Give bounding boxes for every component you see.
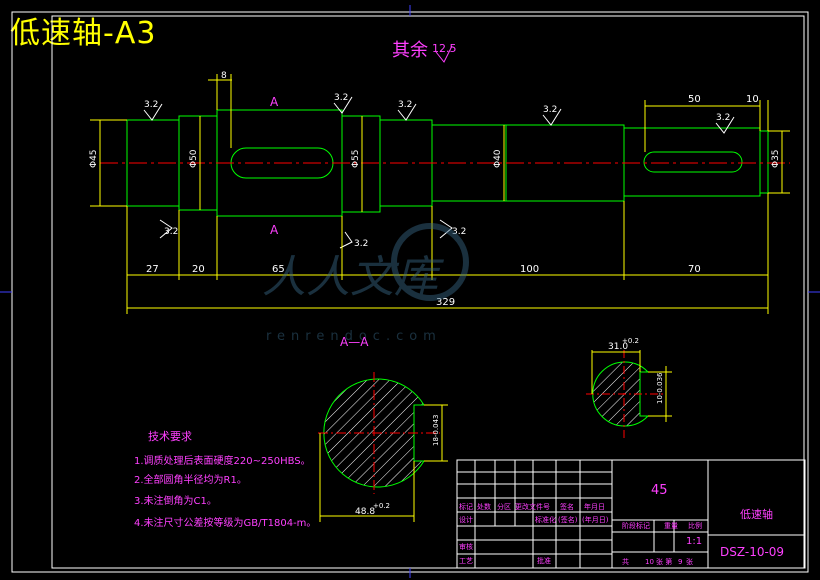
dia-dim-lines bbox=[90, 116, 790, 212]
roughness-mark-8: 3.2 bbox=[452, 227, 466, 237]
roughness-note-value: 12.5 bbox=[432, 42, 457, 55]
dim-total-329: 329 bbox=[436, 297, 455, 308]
roughness-mark-2: 3.2 bbox=[334, 93, 348, 103]
sec-left-width: 18-0.043 bbox=[432, 415, 440, 446]
sec-right-depth: 31.0 bbox=[608, 342, 628, 352]
tb-label-yearmonth: (年月日) bbox=[582, 515, 609, 524]
roughness-mark-1: 3.2 bbox=[144, 100, 158, 110]
title-block-grid bbox=[456, 459, 806, 569]
top-dim-lines bbox=[208, 74, 769, 152]
section-aa-label: A—A bbox=[340, 335, 369, 349]
dia-50: Φ50 bbox=[189, 149, 199, 168]
sec-left-depth: 48.8 bbox=[355, 507, 375, 517]
dim-65: 65 bbox=[272, 264, 285, 275]
tb-label-scale: 比例 bbox=[688, 521, 702, 530]
dim-right-end: 10 bbox=[746, 94, 759, 105]
dia-35: Φ35 bbox=[771, 149, 781, 168]
tb-sheet-text-2: 张 第 bbox=[656, 557, 672, 566]
tb-scale-value: 1:1 bbox=[686, 536, 702, 547]
tb-label-check: 审核 bbox=[459, 542, 473, 551]
dim-70: 70 bbox=[688, 264, 701, 275]
tb-sheet-num: 9 bbox=[678, 558, 682, 566]
dim-20: 20 bbox=[192, 264, 205, 275]
watermark-url: renrendoc.com bbox=[266, 329, 442, 344]
tb-drawing-no: DSZ-10-09 bbox=[720, 545, 784, 559]
section-aa-view bbox=[318, 372, 448, 522]
tb-label-stage: 阶段标记 bbox=[622, 521, 650, 530]
dim-key-len-right: 50 bbox=[688, 94, 701, 105]
tb-label-approve: 批准 bbox=[537, 556, 551, 565]
tb-label-count: 处数 bbox=[477, 502, 491, 511]
tech-req-heading: 技术要求 bbox=[148, 430, 192, 443]
tb-sheet-text-3: 张 bbox=[686, 557, 693, 566]
tb-label-date: 年月日 bbox=[584, 502, 605, 511]
roughness-mark-4: 3.2 bbox=[543, 105, 557, 115]
tech-req-4: 4.未注尺寸公差按等级为GB/T1804-m。 bbox=[134, 516, 316, 529]
tech-req-1: 1.调质处理后表面硬度220~250HBS。 bbox=[134, 454, 311, 467]
roughness-mark-6: 3.2 bbox=[164, 227, 178, 237]
sec-left-depth-tol: +0.2 bbox=[373, 502, 390, 510]
tb-label-doc: 更改文件号 bbox=[515, 502, 550, 511]
dia-40: Φ40 bbox=[493, 149, 503, 168]
roughness-mark-7: 3.2 bbox=[354, 239, 368, 249]
tb-label-signature: (签名) bbox=[558, 515, 578, 524]
tb-label-weight: 重量 bbox=[664, 522, 678, 530]
section-right-view bbox=[586, 350, 672, 440]
roughness-symbols bbox=[143, 96, 735, 249]
tb-label-design: 设计 bbox=[459, 515, 473, 524]
tb-sheet-text-1: 共 bbox=[622, 557, 629, 566]
tb-material: 45 bbox=[651, 483, 668, 498]
roughness-mark-3: 3.2 bbox=[398, 100, 412, 110]
dia-55: Φ55 bbox=[351, 149, 361, 168]
sec-right-depth-tol: +0.2 bbox=[622, 337, 639, 345]
drawing-title: 低速轴-A3 bbox=[10, 16, 157, 51]
inner-frame bbox=[51, 15, 805, 569]
watermark-text: 人人文库 bbox=[262, 252, 445, 303]
tb-label-zone: 分区 bbox=[497, 502, 511, 511]
sec-right-width: 10-0.036 bbox=[656, 372, 664, 404]
dim-27: 27 bbox=[146, 264, 159, 275]
dim-key-offset: 8 bbox=[221, 71, 227, 81]
tb-label-sign: 签名 bbox=[560, 502, 574, 511]
bottom-dim-lines bbox=[126, 193, 769, 314]
tb-label-craft: 工艺 bbox=[459, 557, 473, 565]
roughness-mark-5: 3.2 bbox=[716, 113, 730, 123]
watermark: 人人文库 renrendoc.com bbox=[262, 223, 469, 344]
roughness-note-text: 其余 bbox=[392, 40, 428, 61]
roughness-note-symbol bbox=[435, 45, 453, 63]
tb-label-mark: 标记 bbox=[459, 502, 473, 511]
dia-45: Φ45 bbox=[89, 149, 99, 168]
tb-sheet-total: 10 bbox=[645, 558, 654, 566]
tech-req-2: 2.全部圆角半径均为R1。 bbox=[134, 473, 247, 486]
section-mark-a-top: A bbox=[270, 95, 279, 109]
tech-req-3: 3.未注倒角为C1。 bbox=[134, 494, 217, 507]
tb-part-name: 低速轴 bbox=[740, 507, 773, 521]
section-mark-a-bottom: A bbox=[270, 223, 279, 237]
dim-100: 100 bbox=[520, 264, 539, 275]
tb-label-standard: 标准化 bbox=[535, 515, 556, 524]
